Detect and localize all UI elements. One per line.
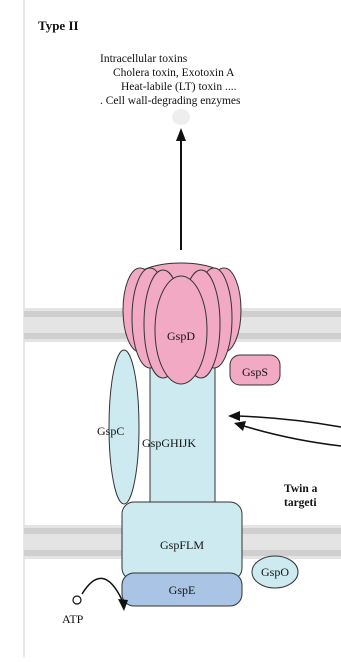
secreted-line-1: Intracellular toxins — [100, 53, 188, 65]
side-label-line-1: Twin a — [284, 483, 318, 495]
atp-arrowhead — [118, 599, 128, 611]
side-label-line-2: targeti — [284, 497, 317, 509]
gspghijk-label: GspGHIJK — [142, 436, 196, 450]
gspo-label: GspO — [261, 565, 289, 579]
secreted-line-4: . Cell wall-degrading enzymes — [100, 95, 241, 107]
gsps-label: GspS — [242, 365, 268, 379]
atp-arrow — [82, 578, 122, 600]
secreted-line-2: Cholera toxin, Exotoxin A — [113, 67, 235, 79]
substrate-blob — [172, 109, 190, 125]
atp-molecule-icon — [73, 596, 81, 604]
gspd-secretin — [123, 263, 241, 384]
secreted-line-3: Heat-labile (LT) toxin .... — [121, 81, 237, 93]
gspe-label: GspE — [169, 583, 196, 597]
atp-label: ATP — [62, 612, 84, 626]
gspc-label: GspC — [97, 424, 124, 438]
diagram-title: Type II — [38, 18, 79, 33]
export-arrowhead — [176, 128, 186, 141]
gspd-label: GspD — [167, 329, 195, 343]
twin-arginine-arrows — [228, 411, 341, 446]
gspflm-label: GspFLM — [160, 538, 204, 552]
